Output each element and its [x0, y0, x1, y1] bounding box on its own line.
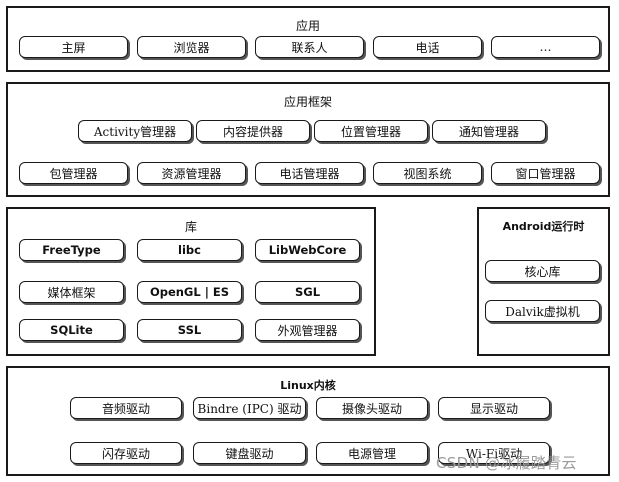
app-browser[interactable]: 浏览器: [137, 36, 246, 58]
libraries-title: 库: [184, 220, 197, 234]
app-more[interactable]: …: [491, 36, 600, 58]
app-contacts[interactable]: 联系人: [255, 36, 364, 58]
lib-media-framework[interactable]: 媒体框架: [19, 281, 124, 303]
lib-libc[interactable]: libc: [137, 239, 242, 261]
applications-title: 应用: [295, 19, 320, 33]
framework-layer: 应用框架 Activity管理器 内容提供器 位置管理器 通知管理器 包管理器 …: [6, 82, 610, 197]
framework-telephony-manager[interactable]: 电话管理器: [255, 162, 364, 184]
lib-opengl-es[interactable]: OpenGL | ES: [137, 281, 242, 303]
framework-activity-manager[interactable]: Activity管理器: [78, 120, 192, 142]
runtime-core-libraries[interactable]: 核心库: [485, 260, 600, 282]
lib-libwebcore[interactable]: LibWebCore: [255, 239, 360, 261]
framework-resource-manager[interactable]: 资源管理器: [137, 162, 246, 184]
framework-package-manager[interactable]: 包管理器: [19, 162, 128, 184]
lib-sqlite[interactable]: SQLite: [19, 319, 124, 341]
lib-ssl[interactable]: SSL: [137, 319, 242, 341]
runtime-title: Android运行时: [502, 220, 585, 233]
framework-location-manager[interactable]: 位置管理器: [314, 120, 428, 142]
runtime-dalvik-vm[interactable]: Dalvik虚拟机: [485, 300, 600, 322]
libraries-layer: 库 FreeType libc LibWebCore 媒体框架 OpenGL |…: [6, 207, 376, 356]
kernel-title: Linux内核: [280, 379, 336, 392]
applications-layer: 应用 主屏 浏览器 联系人 电话 …: [6, 6, 610, 72]
framework-window-manager[interactable]: 窗口管理器: [491, 162, 600, 184]
lib-sgl[interactable]: SGL: [255, 281, 360, 303]
app-phone[interactable]: 电话: [373, 36, 482, 58]
kernel-display-driver[interactable]: 显示驱动: [438, 397, 550, 419]
kernel-binder-ipc-driver[interactable]: Bindre (IPC) 驱动: [193, 397, 306, 419]
kernel-keypad-driver[interactable]: 键盘驱动: [193, 442, 306, 464]
kernel-layer: Linux内核 音频驱动 Bindre (IPC) 驱动 摄像头驱动 显示驱动 …: [6, 366, 610, 476]
watermark: CSDN @冰履踏青云: [436, 454, 577, 472]
framework-notification-manager[interactable]: 通知管理器: [432, 120, 546, 142]
framework-title: 应用框架: [283, 95, 332, 109]
framework-view-system[interactable]: 视图系统: [373, 162, 482, 184]
kernel-power-management[interactable]: 电源管理: [316, 442, 428, 464]
lib-surface-manager[interactable]: 外观管理器: [255, 319, 360, 341]
kernel-wifi-driver[interactable]: Wi-Fi驱动: [438, 442, 550, 464]
kernel-flash-driver[interactable]: 闪存驱动: [70, 442, 182, 464]
app-home[interactable]: 主屏: [19, 36, 128, 58]
lib-freetype[interactable]: FreeType: [19, 239, 124, 261]
kernel-audio-driver[interactable]: 音频驱动: [70, 397, 182, 419]
kernel-camera-driver[interactable]: 摄像头驱动: [316, 397, 428, 419]
framework-content-providers[interactable]: 内容提供器: [196, 120, 310, 142]
runtime-layer: Android运行时 核心库 Dalvik虚拟机: [477, 207, 610, 356]
